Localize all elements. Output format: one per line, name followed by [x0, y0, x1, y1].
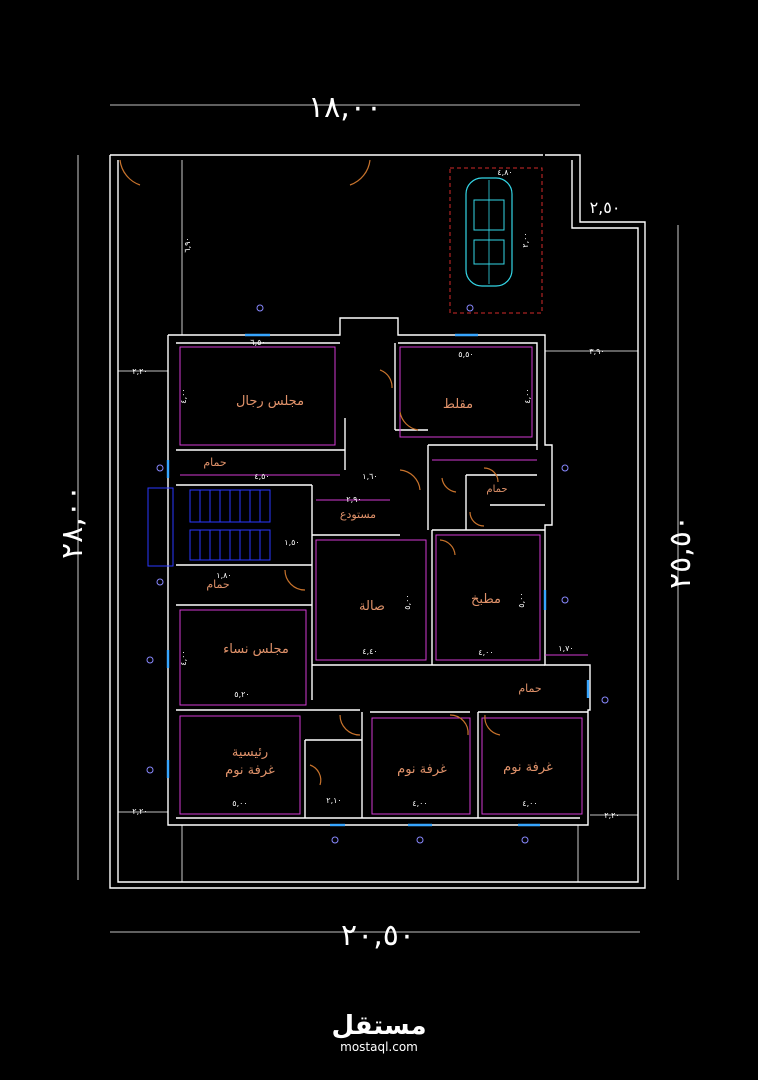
room-women-majlis: مجلس نساء: [223, 642, 289, 657]
gate-door-right: [349, 159, 371, 186]
room-kitchen: مطبخ: [471, 592, 501, 607]
dimension-left: ٢٨,٠٠: [55, 485, 90, 559]
room-men-majlis: مجلس رجال: [236, 394, 304, 409]
room-bathroom-4: حمام: [518, 682, 541, 695]
room-dimension-lines: [179, 346, 588, 815]
dimension-front-yard: ٦,٩٠: [183, 237, 192, 252]
room-bathroom-3: حمام: [206, 578, 229, 591]
overall-dimension-lines: [77, 104, 679, 933]
dim-storage-width: ٢,٩٠: [346, 495, 361, 504]
room-bedroom-2: غرفة نوم: [503, 760, 553, 775]
room-bathroom-2: حمام: [486, 484, 507, 495]
dim-bed1-width: ٤,٠٠: [412, 799, 427, 808]
setback-guide-lines: [118, 160, 638, 882]
dim-small-2: ١,٥٠: [284, 538, 299, 547]
dim-master-width: ٥,٠٠: [232, 799, 247, 808]
dim-men-majlis-width: ٦,٥٠: [250, 338, 265, 347]
building-walls: [167, 317, 591, 826]
dimension-right: ٢٥,٥٠: [663, 515, 698, 589]
dimension-setback-bottom-right: ٢,٢٠: [604, 811, 619, 820]
staircase: [147, 487, 271, 567]
dimension-setback-right: ٣,٩٠: [589, 347, 604, 356]
windows: [166, 333, 590, 827]
dim-corridor-width: ١,٦٠: [362, 472, 377, 481]
room-storage: مستودع: [340, 508, 376, 521]
garage: [449, 167, 543, 314]
dimension-garage-length: ٢,٠٠: [521, 232, 530, 247]
dimension-setback-left: ٢,٢٠: [132, 367, 147, 376]
dim-vestibule-width: ٥,٥٠: [458, 350, 473, 359]
dimension-top: ١٨,٠٠: [308, 90, 382, 125]
dimension-setback-right-top: ٢,٥٠: [590, 198, 621, 217]
dim-small-4: ٢,١٠: [326, 796, 341, 805]
mostaql-logo: مستقل mostaql.com: [0, 1012, 758, 1054]
doors: [284, 369, 501, 786]
room-bedroom-1: غرفة نوم: [397, 762, 447, 777]
dim-small-3: ١,٧٠: [558, 644, 573, 653]
dimension-garage-width: ٤,٨٠: [497, 168, 512, 177]
room-master-bedroom-line1: رئيسية: [232, 745, 268, 760]
dimension-bottom: ٢٠,٥٠: [341, 918, 415, 953]
room-bathroom-1: حمام: [203, 456, 226, 469]
dim-small-1: ١,٨٠: [216, 571, 231, 580]
logo-latin-text: mostaql.com: [340, 1040, 418, 1054]
dim-men-majlis-height: ٤,٠٠: [179, 388, 188, 403]
dim-kitchen-height: ٥,٠٠: [517, 592, 526, 607]
dim-kitchen-width: ٤,٠٠: [478, 648, 493, 657]
dimension-setback-bottom-left: ٢,٢٠: [132, 807, 147, 816]
logo-arabic-text: مستقل: [331, 1011, 427, 1041]
dim-bed2-width: ٤,٠٠: [522, 799, 537, 808]
dim-hall-height: ٥,٠٠: [403, 594, 412, 609]
dim-vestibule-height: ٤,٠٠: [523, 388, 532, 403]
dim-hall-width: ٤,٤٠: [362, 647, 377, 656]
room-hall: صالة: [359, 599, 385, 614]
room-master-bedroom-line2: غرفة نوم: [225, 763, 275, 778]
plot-boundary: [109, 154, 646, 889]
room-vestibule: مقلط: [443, 397, 473, 412]
gate-door-left: [119, 159, 141, 186]
column-markers: [146, 304, 609, 844]
dim-bath1-width: ٤,٥٠: [254, 472, 269, 481]
dim-women-majlis-width: ٥,٢٠: [234, 690, 249, 699]
dim-women-majlis-height: ٤,٠٠: [179, 650, 188, 665]
